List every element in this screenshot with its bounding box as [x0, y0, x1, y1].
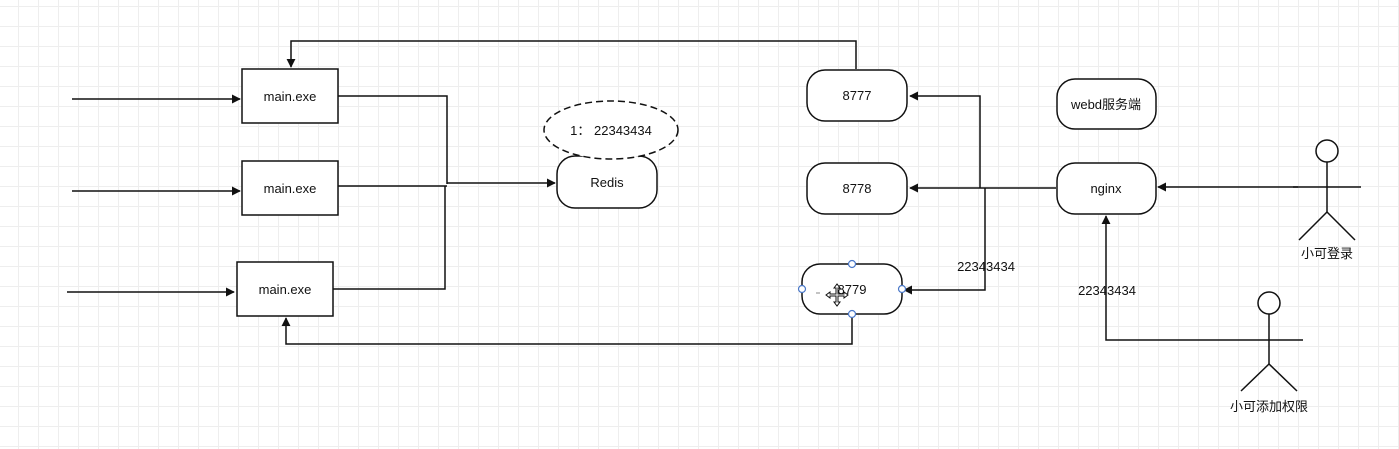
main-exe-label-1: main.exe: [264, 89, 317, 104]
selection-handles[interactable]: [797, 259, 907, 319]
login-user-label: 小可登录: [1301, 246, 1353, 261]
port-8779-node[interactable]: 8779: [801, 263, 903, 315]
main-exe-label-2: main.exe: [264, 181, 317, 196]
redis-node[interactable]: Redis: [556, 155, 658, 209]
nginx-label: nginx: [1090, 181, 1122, 196]
edge-8779-to-main3[interactable]: [281, 314, 853, 345]
port-8777-label: 8777: [843, 88, 872, 103]
redis-key-label: 1： 22343434: [570, 123, 652, 138]
edge-nginx-to-8779[interactable]: [903, 188, 986, 295]
port-8778-node[interactable]: 8778: [806, 162, 908, 215]
admin-user-actor-icon[interactable]: [1235, 291, 1303, 392]
redis-key-ellipse[interactable]: 1： 22343434: [543, 100, 679, 160]
login-user-actor-icon[interactable]: [1293, 139, 1361, 241]
resize-handle-right[interactable]: [897, 284, 907, 294]
edge-nginx-to-8777[interactable]: [909, 91, 981, 188]
resize-handle-left[interactable]: [797, 284, 807, 294]
main-exe-node-3[interactable]: main.exe: [236, 261, 334, 317]
main-exe-node-2[interactable]: main.exe: [241, 160, 339, 216]
admin-user-label: 小可添加权限: [1230, 399, 1308, 414]
edge-main3-to-bus[interactable]: [333, 186, 446, 290]
webd-server-node[interactable]: webd服务端: [1056, 78, 1157, 130]
nginx-node[interactable]: nginx: [1056, 162, 1157, 215]
port-8777-node[interactable]: 8777: [806, 69, 908, 122]
webd-server-label: webd服务端: [1070, 97, 1141, 112]
edge-admin-to-nginx[interactable]: [1101, 215, 1235, 341]
move-cursor-icon: [825, 283, 849, 307]
edge-main1-to-bus[interactable]: [338, 95, 448, 184]
resize-handle-top[interactable]: [847, 259, 857, 269]
main-exe-label-3: main.exe: [259, 282, 312, 297]
edge-label-admin-to-nginx: 22343434: [1078, 283, 1136, 298]
edge-8777-to-main1[interactable]: [286, 40, 857, 69]
main-exe-node-1[interactable]: main.exe: [241, 68, 339, 124]
redis-label: Redis: [590, 175, 624, 190]
port-8778-label: 8778: [843, 181, 872, 196]
edge-label-to-8779: 22343434: [957, 259, 1015, 274]
resize-handle-bottom[interactable]: [847, 309, 857, 319]
